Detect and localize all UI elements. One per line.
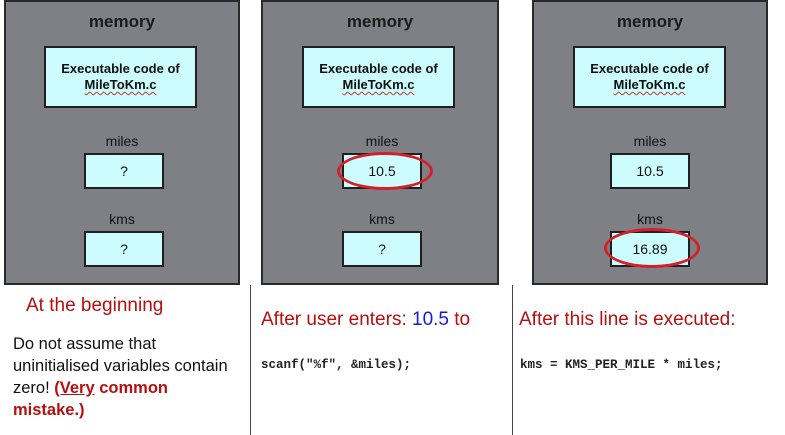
scanf-code-line: scanf("%f", &miles); [261, 358, 412, 372]
miles-label: miles [365, 133, 399, 149]
code-box-filename: MileToKm.c [613, 77, 686, 92]
memory-title: memory [88, 12, 156, 31]
code-box-line1: Executable code of [61, 61, 180, 76]
memory-panel-after-input: memory Executable code of MileToKm.c mil… [261, 0, 499, 285]
executable-code-box: Executable code of MileToKm.c [302, 46, 455, 108]
kms-highlight-ellipse [604, 228, 700, 268]
miles-variable-box: ? [84, 153, 164, 189]
caption-after-input-prefix: After user enters: [261, 309, 413, 330]
code-box-filename: MileToKm.c [342, 77, 415, 92]
kms-variable-box: ? [342, 231, 422, 267]
warning-note: Do not assume that uninitialised variabl… [13, 333, 243, 421]
column-divider [512, 285, 513, 435]
note-warning-rest: common mistake.) [13, 379, 168, 419]
caption-after-exec: After this line is executed: [519, 309, 736, 330]
caption-input-value: 10.5 [412, 309, 449, 330]
assign-code-line: kms = KMS_PER_MILE * miles; [520, 358, 723, 372]
miles-label: miles [633, 133, 667, 149]
miles-variable-box: 10.5 [610, 153, 690, 189]
caption-after-input: After user enters: 10.5 to [261, 309, 470, 331]
kms-variable-box: ? [84, 231, 164, 267]
kms-label: kms [369, 211, 395, 227]
memory-title: memory [616, 12, 684, 31]
memory-panel-after-exec: memory Executable code of MileToKm.c mil… [532, 0, 768, 285]
code-box-filename: MileToKm.c [84, 77, 157, 92]
executable-code-box: Executable code of MileToKm.c [573, 46, 726, 108]
kms-label: kms [109, 211, 135, 227]
miles-label: miles [105, 133, 139, 149]
code-box-line1: Executable code of [590, 61, 709, 76]
caption-beginning: At the beginning [26, 295, 164, 316]
caption-after-input-suffix: to [449, 309, 471, 330]
note-text: Do not assume that uninitialised variabl… [13, 335, 228, 397]
executable-code-box: Executable code of MileToKm.c [44, 46, 197, 108]
note-warning-underlined: (Very [54, 379, 95, 397]
column-divider [250, 285, 251, 435]
memory-panel-initial: memory Executable code of MileToKm.c mil… [4, 0, 240, 285]
memory-title: memory [346, 12, 414, 31]
miles-highlight-ellipse [337, 152, 433, 190]
kms-label: kms [637, 211, 663, 227]
code-box-line1: Executable code of [319, 61, 438, 76]
